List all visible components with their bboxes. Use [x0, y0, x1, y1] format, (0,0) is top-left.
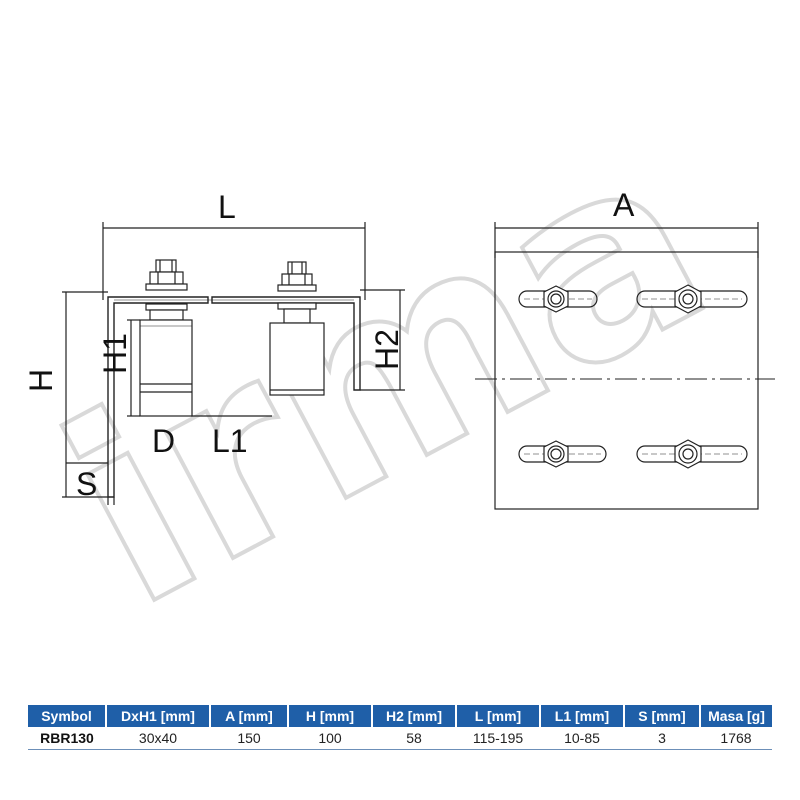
table-cell: 58 [372, 727, 456, 750]
table-cell-symbol: RBR130 [28, 727, 106, 750]
slot-nut-bottom-left [518, 440, 607, 468]
table-cell: 150 [210, 727, 288, 750]
dimension-label-H: H [23, 369, 59, 392]
slot-nut-top-right [636, 284, 748, 314]
column-header: S [mm] [623, 705, 700, 727]
column-header: L1 [mm] [539, 705, 624, 727]
table-row: RBR130 30x40 150 100 58 115-195 10-85 3 … [28, 727, 772, 750]
slot-nut-bottom-right [636, 439, 748, 469]
slot-nut-top-left [518, 285, 598, 313]
column-header: DxH1 [mm] [105, 705, 210, 727]
column-header: L [mm] [455, 705, 540, 727]
column-header: Symbol [28, 705, 106, 727]
side-view [62, 222, 405, 505]
table-cell: 115-195 [456, 727, 540, 750]
dimension-label-H1: H1 [97, 333, 133, 374]
table-cell: 3 [624, 727, 700, 750]
dimension-label-S: S [76, 466, 97, 502]
dimension-label-H2: H2 [369, 329, 405, 370]
table-header-row: Symbol DxH1 [mm] A [mm] H [mm] H2 [mm] L… [28, 705, 772, 727]
column-header: H2 [mm] [371, 705, 456, 727]
table-cell: 100 [288, 727, 372, 750]
spec-table: Symbol DxH1 [mm] A [mm] H [mm] H2 [mm] L… [28, 705, 772, 750]
column-header: H [mm] [287, 705, 372, 727]
dimension-label-A: A [613, 187, 635, 223]
dimension-label-L: L [218, 189, 236, 225]
dimension-label-D: D [152, 423, 175, 459]
table-cell: 1768 [700, 727, 772, 750]
top-view [475, 222, 775, 510]
dimension-label-L1: L1 [212, 423, 248, 459]
table-cell: 30x40 [106, 727, 210, 750]
column-header: Masa [g] [699, 705, 772, 727]
table-cell: 10-85 [540, 727, 624, 750]
column-header: A [mm] [209, 705, 288, 727]
